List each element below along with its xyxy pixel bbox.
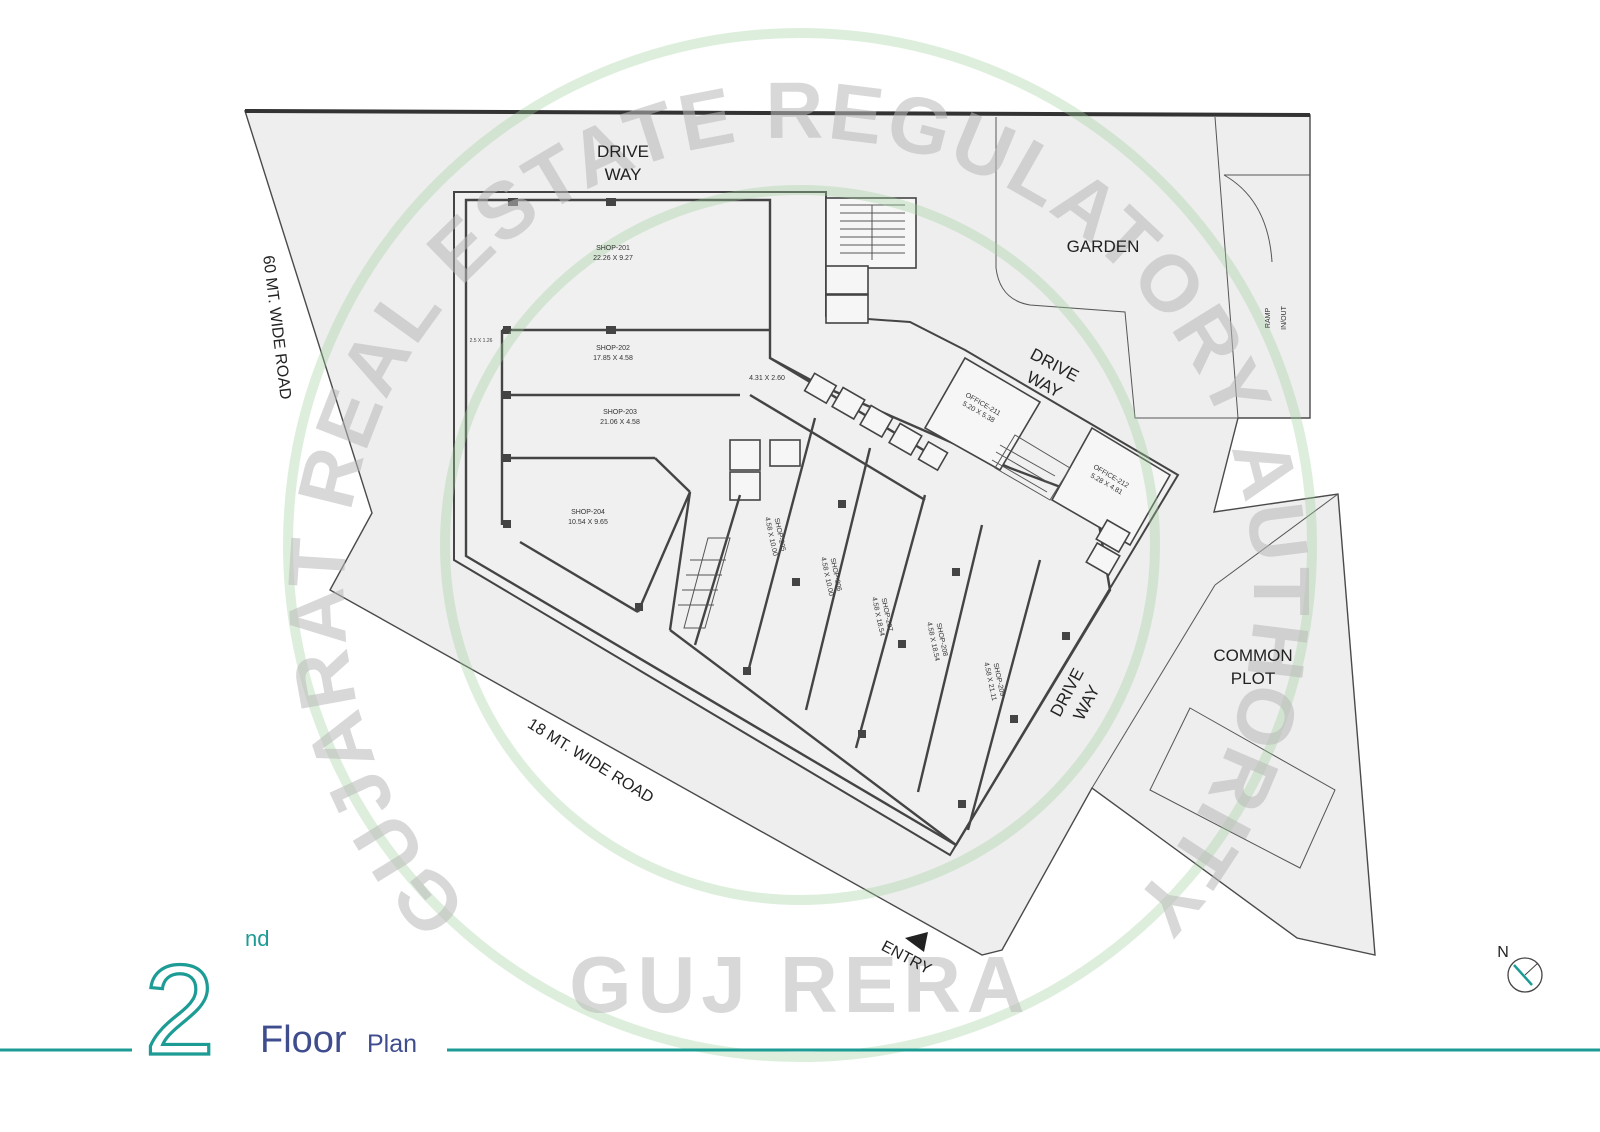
angled-shop-block — [668, 417, 1042, 846]
title-plan: Plan — [367, 1030, 417, 1058]
common-plot-area — [1091, 493, 1339, 869]
label-ramp-1: RAMP — [1265, 308, 1272, 329]
side-size-label: 2.5 X 1.26 — [470, 338, 493, 344]
label-common-plot-1: COMMON — [1213, 646, 1292, 665]
title-floor-suffix: nd — [245, 926, 269, 951]
site-top-edge — [244, 109, 1311, 117]
north-arrow-icon — [1507, 957, 1543, 993]
stair-north — [825, 197, 917, 324]
central-core — [729, 356, 949, 502]
label-ramp-2: IN/OUT — [1281, 305, 1288, 329]
title-floor-number: 2 — [144, 939, 215, 1082]
room-name-shop-203: SHOP-203 — [603, 409, 637, 416]
room-size-shop-202: 17.85 X 4.58 — [593, 355, 633, 362]
garden-boundary — [995, 117, 1238, 419]
room-size-shop-203: 21.06 X 4.58 — [600, 419, 640, 426]
entry-arrow-icon — [905, 932, 928, 952]
label-drive-way-top-2: WAY — [605, 165, 642, 184]
label-north: N — [1497, 944, 1509, 961]
lobby-size-label: 4.31 X 2.60 — [749, 375, 785, 382]
room-name-shop-201: SHOP-201 — [596, 245, 630, 252]
left-shop-block — [500, 328, 770, 614]
label-road-left: 60 MT. WIDE ROAD — [259, 255, 294, 401]
office-block — [923, 356, 1172, 577]
title-floor: Floor — [260, 1019, 347, 1061]
structural-columns — [503, 198, 1070, 808]
label-common-plot-2: PLOT — [1231, 669, 1275, 688]
watermark-bottom-text: GUJ RERA — [569, 940, 1030, 1029]
room-size-shop-204: 10.54 X 9.65 — [568, 519, 608, 526]
building-inner-wall — [464, 198, 1112, 847]
room-size-shop-201: 22.26 X 9.27 — [593, 255, 633, 262]
room-name-shop-204: SHOP-204 — [571, 509, 605, 516]
label-drive-way-top-1: DRIVE — [597, 142, 649, 161]
label-garden: GARDEN — [1067, 237, 1140, 256]
room-name-shop-202: SHOP-202 — [596, 345, 630, 352]
ramp-area — [1214, 116, 1310, 419]
